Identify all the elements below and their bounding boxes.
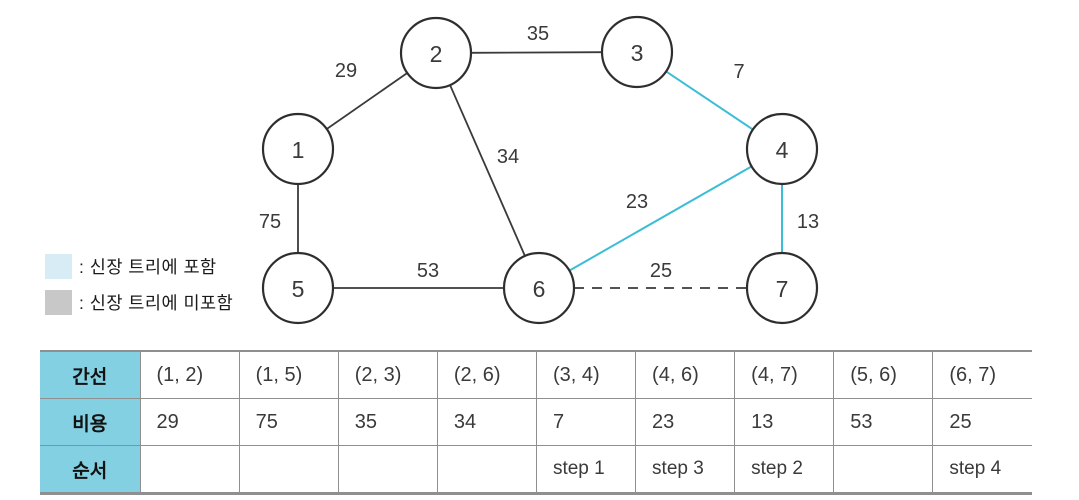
step-cell-67: step 4 — [932, 445, 1032, 494]
step-cell-47: step 2 — [734, 445, 835, 494]
step-cell-15 — [238, 445, 339, 494]
row-header-edge: 간선 — [40, 350, 141, 399]
graph-node-6 — [502, 251, 576, 325]
cost-cell-67: 25 — [932, 398, 1032, 446]
edge-cell-67: (6, 7) — [932, 350, 1032, 399]
edge-cell-56: (5, 6) — [833, 350, 934, 399]
legend-item-included: : 신장 트리에 포함 — [45, 254, 233, 279]
edge-weight-2-3: 35 — [527, 23, 549, 45]
graph-node-label-7: 7 — [776, 276, 789, 302]
graph-node-label-5: 5 — [292, 276, 305, 302]
edge-weight-2-6: 34 — [497, 146, 519, 168]
edge-table-wrap: 간선(1, 2)(1, 5)(2, 3)(2, 6)(3, 4)(4, 6)(4… — [40, 350, 1032, 495]
graph-node-label-3: 3 — [631, 40, 644, 66]
graph-node-3 — [600, 15, 674, 89]
graph-edge-2-3 — [470, 51, 603, 54]
legend-swatch-included — [45, 254, 72, 279]
cost-cell-56: 53 — [833, 398, 934, 446]
edge-weight-6-7: 25 — [650, 260, 672, 282]
legend-swatch-excluded — [45, 290, 72, 315]
edge-weight-1-2: 29 — [335, 60, 357, 82]
cost-cell-23: 35 — [337, 398, 438, 446]
edge-cell-23: (2, 3) — [337, 350, 438, 399]
table-row-edge: 간선(1, 2)(1, 5)(2, 3)(2, 6)(3, 4)(4, 6)(4… — [40, 350, 1032, 399]
edge-weight-4-7: 13 — [797, 211, 819, 233]
edge-cell-15: (1, 5) — [238, 350, 339, 399]
cost-cell-46: 23 — [635, 398, 736, 446]
edge-weight-3-4: 7 — [733, 61, 744, 83]
graph-node-label-4: 4 — [776, 137, 789, 163]
edge-weight-1-5: 75 — [259, 211, 281, 233]
graph-node-7 — [745, 251, 819, 325]
legend-label-included: : 신장 트리에 포함 — [79, 257, 217, 277]
edge-cell-34: (3, 4) — [535, 350, 637, 399]
graph-node-2 — [399, 16, 473, 90]
legend-label-excluded: : 신장 트리에 미포함 — [79, 293, 234, 313]
graph-node-label-1: 1 — [292, 137, 305, 163]
graph-edge-4-6 — [568, 165, 753, 272]
row-header-cost: 비용 — [40, 398, 141, 446]
step-cell-26 — [436, 445, 537, 494]
row-header-step: 순서 — [40, 445, 141, 494]
edge-weight-4-6: 23 — [626, 191, 648, 213]
legend-item-excluded: : 신장 트리에 미포함 — [45, 290, 233, 315]
edge-weight-5-6: 53 — [417, 260, 439, 282]
graph-node-label-6: 6 — [533, 276, 546, 302]
graph-node-5 — [261, 251, 335, 325]
cost-cell-34: 7 — [535, 398, 637, 446]
graph-edge-2-6 — [449, 84, 526, 257]
edge-cell-46: (4, 6) — [635, 350, 736, 399]
graph-node-1 — [261, 112, 335, 186]
cost-cell-12: 29 — [139, 398, 240, 446]
edge-cell-26: (2, 6) — [436, 350, 537, 399]
step-cell-23 — [337, 445, 438, 494]
graph-node-4 — [745, 112, 819, 186]
graph-edge-1-2 — [326, 72, 408, 130]
step-cell-46: step 3 — [635, 445, 736, 494]
cost-cell-15: 75 — [238, 398, 339, 446]
step-cell-56 — [833, 445, 934, 494]
edge-cell-12: (1, 2) — [139, 350, 240, 399]
step-cell-12 — [139, 445, 240, 494]
step-cell-34: step 1 — [535, 445, 637, 494]
cost-cell-26: 34 — [436, 398, 537, 446]
cost-cell-47: 13 — [734, 398, 835, 446]
edge-table: 간선(1, 2)(1, 5)(2, 3)(2, 6)(3, 4)(4, 6)(4… — [40, 350, 1032, 495]
graph-edge-3-4 — [665, 70, 754, 131]
legend: : 신장 트리에 포함 : 신장 트리에 미포함 — [45, 254, 233, 315]
edge-cell-47: (4, 7) — [734, 350, 835, 399]
graph-node-label-2: 2 — [430, 41, 443, 67]
